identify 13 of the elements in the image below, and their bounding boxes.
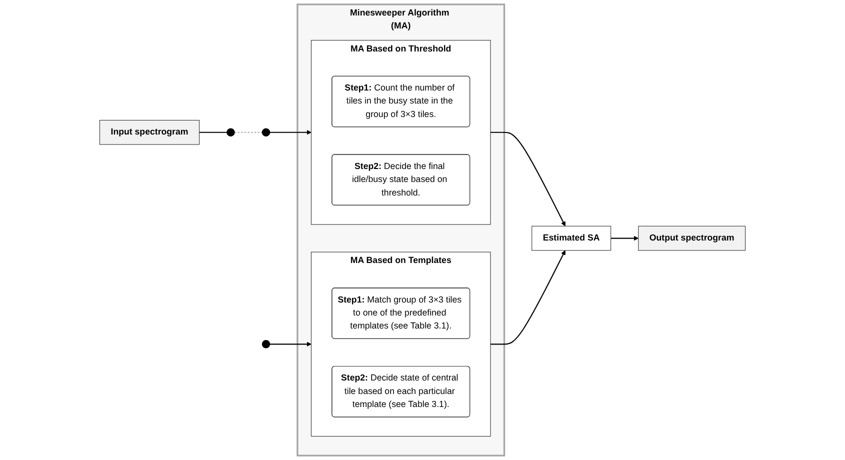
arrow <box>270 342 312 347</box>
arrow <box>490 250 566 345</box>
node-box: Output spectrogram <box>638 226 746 251</box>
node-circle <box>262 340 270 348</box>
connector <box>234 132 262 133</box>
arrow <box>610 236 639 241</box>
arrow <box>270 130 312 135</box>
node-circle <box>262 128 270 137</box>
node-circle <box>226 128 235 137</box>
node-box: Estimated SA <box>532 226 612 251</box>
arrow <box>490 132 566 226</box>
connector <box>199 132 227 133</box>
node-box: Input spectrogram <box>99 120 200 145</box>
